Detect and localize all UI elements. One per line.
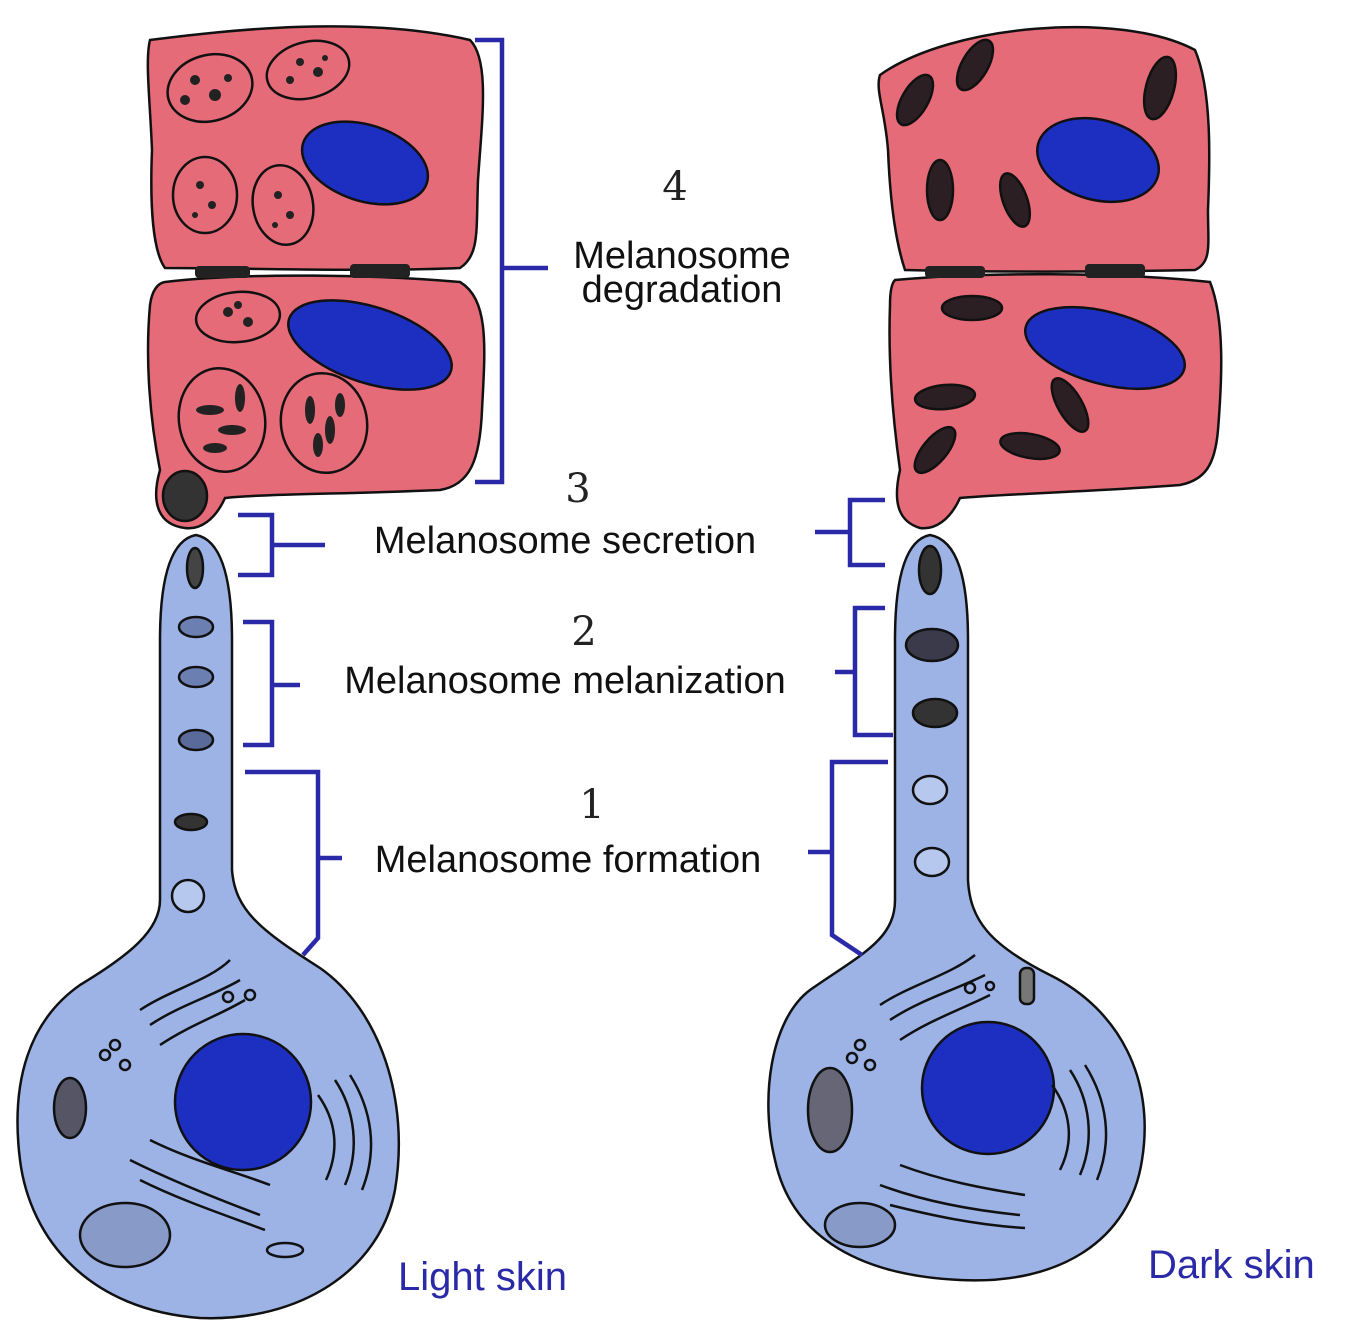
dark-skin-panel <box>768 27 1221 1280</box>
bracket-degradation <box>475 40 548 482</box>
stage-4-label-line2: degradation <box>582 269 783 311</box>
dark-junction-left <box>925 266 985 278</box>
light-melanocyte-nucleus <box>175 1034 311 1170</box>
bracket-melanization-right <box>835 608 893 735</box>
stage-2-label: Melanosome melanization <box>344 660 785 702</box>
stage-2-number: 2 <box>571 609 596 655</box>
bracket-secretion-left <box>238 515 325 575</box>
stage-4-number: 4 <box>662 164 687 210</box>
bracket-formation-right <box>808 762 888 955</box>
stage-1-number: 1 <box>579 782 604 828</box>
dark-junction-right <box>1085 264 1145 278</box>
dark-melanocyte-nucleus <box>922 1022 1054 1154</box>
light-melanocyte-cell <box>18 535 399 1318</box>
stage-1-label: Melanosome formation <box>375 839 762 881</box>
light-junction-right <box>350 264 410 278</box>
bracket-secretion-right <box>815 500 885 565</box>
stage-3-number: 3 <box>565 466 590 512</box>
light-junction-left <box>195 266 250 278</box>
light-skin-caption: Light skin <box>398 1255 567 1299</box>
stage-3-label: Melanosome secretion <box>374 520 756 562</box>
bracket-melanization-left <box>243 622 300 745</box>
dark-skin-caption: Dark skin <box>1148 1243 1315 1287</box>
